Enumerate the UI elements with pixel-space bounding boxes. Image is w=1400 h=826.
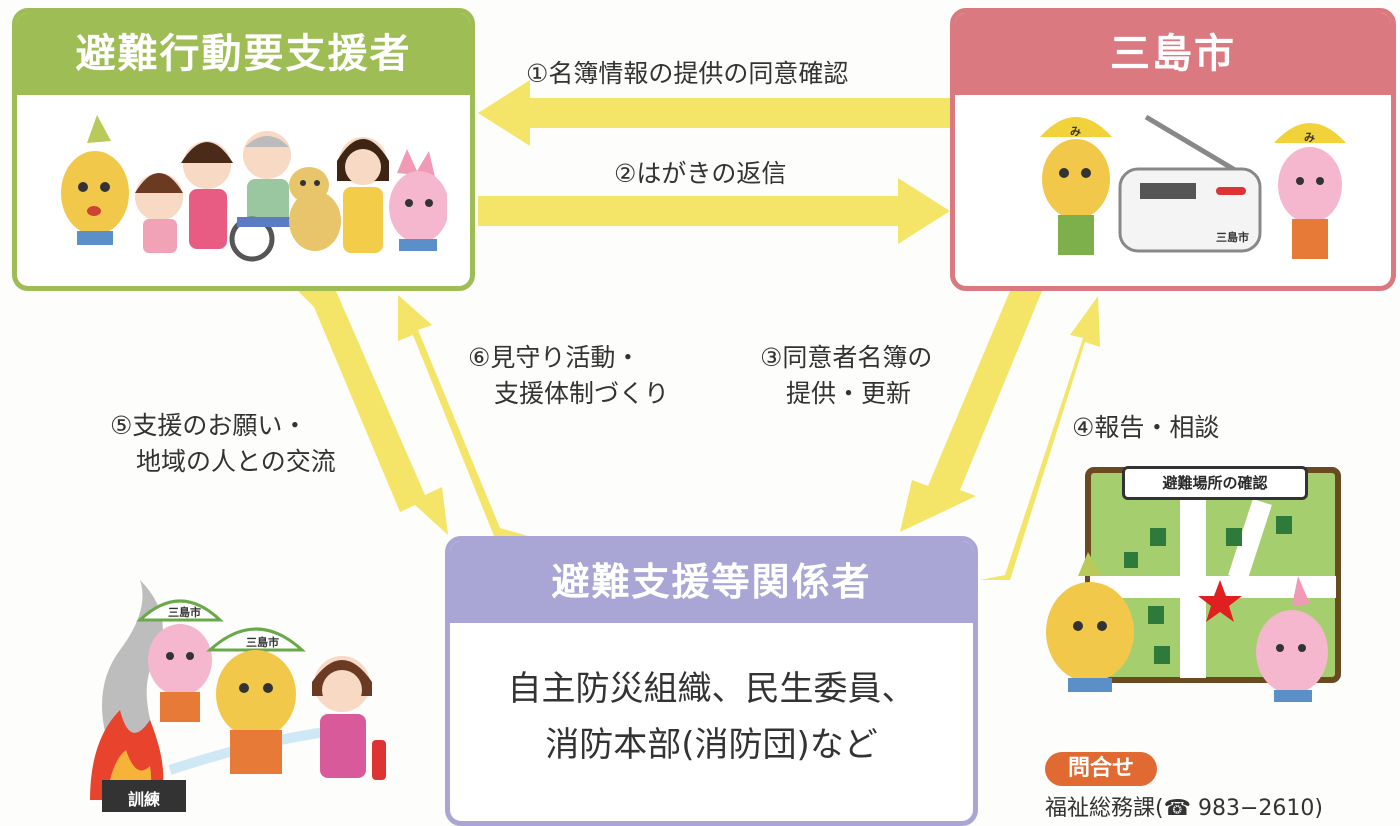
step5-label: ⑤支援のお願い・ 地域の人との交流 <box>110 408 336 480</box>
support-members-line1: 自主防災組織、民生委員、 <box>507 669 916 709</box>
step3-line1: ③同意者名簿の <box>760 343 933 372</box>
vulnerable-persons-box: 避難行動要支援者 <box>12 8 475 291</box>
helmet-text-pink: 三島市 <box>168 605 201 619</box>
radio-label: 三島市 <box>1216 230 1249 244</box>
helmet-text-yellow: 三島市 <box>246 635 279 649</box>
step3-label: ③同意者名簿の 提供・更新 <box>760 340 932 412</box>
step2-label: ②はがきの返信 <box>614 159 787 188</box>
arrow-postcard-reply <box>478 178 950 244</box>
drill-sign: 訓練 <box>127 790 160 809</box>
step6-line1: ⑥見守り活動・ <box>468 343 641 372</box>
step6-line2: 支援体制づくり <box>494 379 670 408</box>
support-parties-title: 避難支援等関係者 <box>450 541 973 623</box>
map-caption: 避難場所の確認 <box>1122 466 1308 500</box>
arrow-watch-activity <box>398 295 528 536</box>
mishima-city-title: 三島市 <box>955 13 1391 95</box>
vulnerable-persons-title: 避難行動要支援者 <box>17 13 470 95</box>
support-parties-box: 避難支援等関係者 自主防災組織、民生委員、 消防本部(消防団)など <box>445 536 978 826</box>
mishima-city-box: 三島市 み 三島市 み <box>950 8 1396 291</box>
helmet-mark-left: み <box>1070 125 1081 138</box>
step6-label: ⑥見守り活動・ 支援体制づくり <box>468 340 669 412</box>
evacuation-map-illustration: 避難場所の確認 <box>1030 456 1350 736</box>
residents-illustration <box>61 115 447 262</box>
arrow-consent-request <box>478 80 950 146</box>
arrow-report-consult <box>980 296 1100 580</box>
arrow-support-request <box>298 291 448 535</box>
support-parties-members: 自主防災組織、民生委員、 消防本部(消防団)など <box>450 661 973 773</box>
step5-line1: ⑤支援のお願い・ <box>110 411 308 440</box>
step5-line2: 地域の人との交流 <box>136 447 336 476</box>
step1-label: ①名簿情報の提供の同意確認 <box>526 59 849 88</box>
city-radio-illustration: み 三島市 み <box>1040 114 1346 259</box>
step4-label: ④報告・相談 <box>1072 413 1220 442</box>
support-members-line2: 消防本部(消防団)など <box>545 725 878 765</box>
step3-line2: 提供・更新 <box>786 379 912 408</box>
arrow-list-provision <box>900 291 1042 532</box>
fire-drill-illustration: 三島市 三島市 訓練 <box>80 580 420 814</box>
helmet-mark-right: み <box>1304 131 1315 144</box>
inquiry-contact: 福祉総務課(☎ 983−2610) <box>1045 796 1323 821</box>
inquiry-badge: 問合せ <box>1045 752 1157 786</box>
